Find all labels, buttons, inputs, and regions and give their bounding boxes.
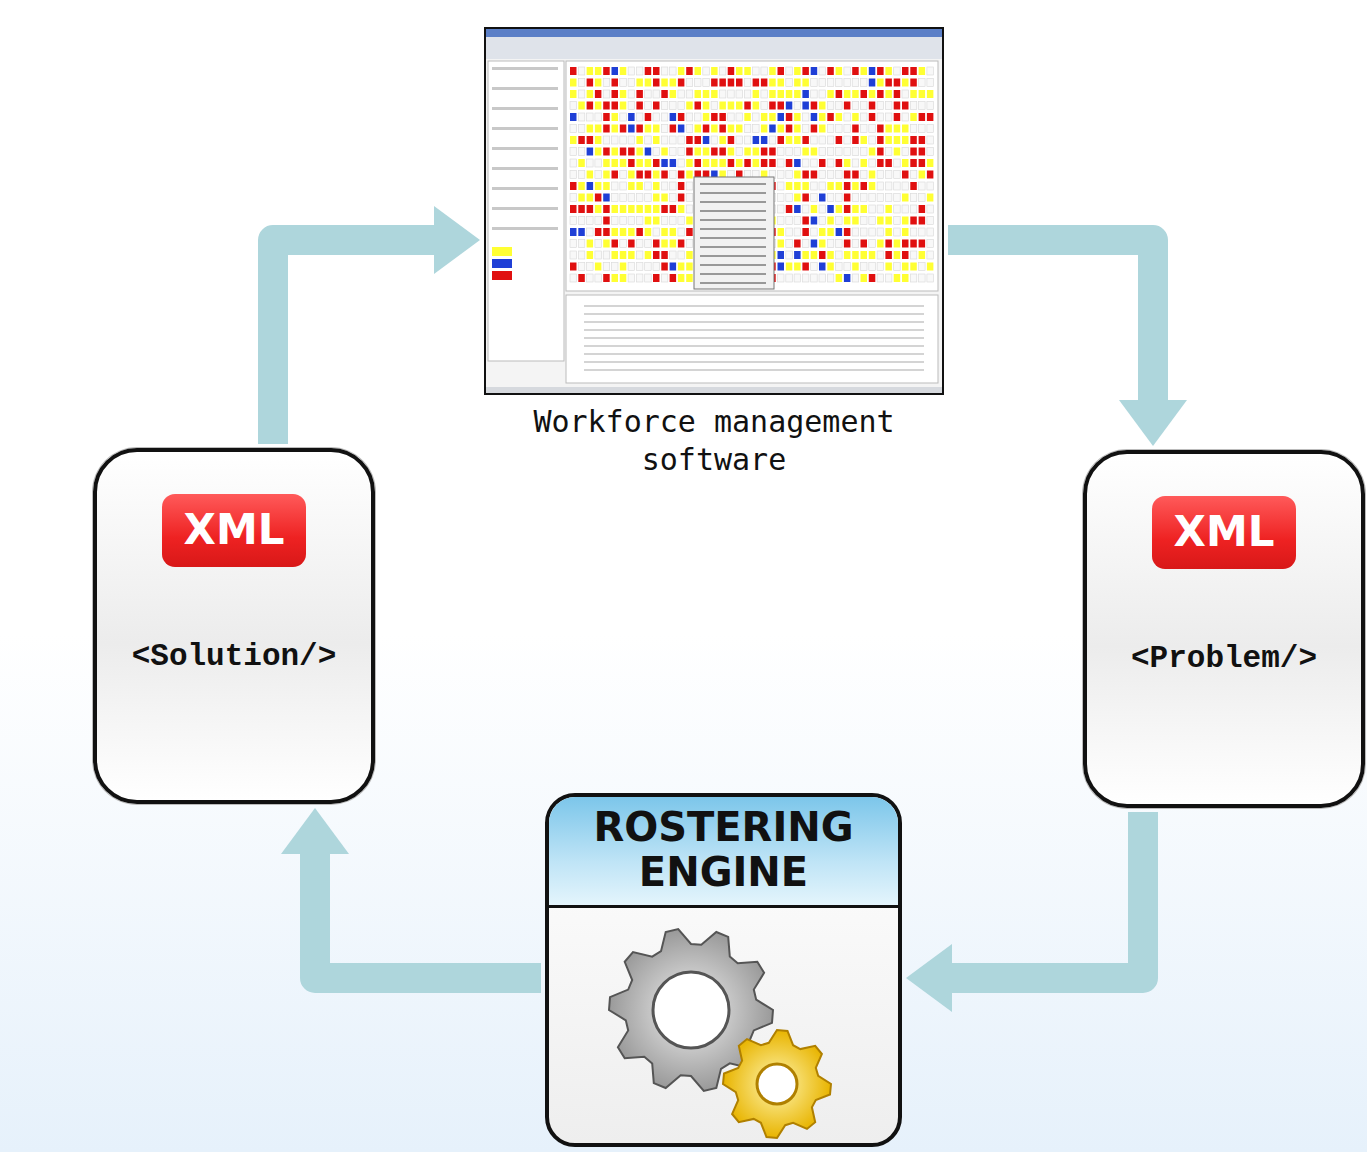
toolbar bbox=[486, 37, 942, 59]
arrow-head bbox=[434, 206, 480, 274]
flow-arrow bbox=[281, 808, 541, 978]
status-bar bbox=[486, 387, 942, 393]
xml-document-box: XML <Problem/> bbox=[1083, 450, 1365, 808]
arrow-shaft bbox=[273, 240, 436, 444]
engine-box: ROSTERING ENGINE bbox=[545, 793, 902, 1147]
format-badge: XML bbox=[1152, 496, 1297, 569]
arrow-shaft bbox=[315, 852, 541, 978]
gear-hole bbox=[757, 1064, 797, 1104]
flow-arrow bbox=[273, 206, 480, 444]
caption: Workforce management software bbox=[484, 403, 944, 478]
arrow-shaft bbox=[948, 240, 1153, 402]
flow-arrow bbox=[948, 240, 1187, 446]
window-frame bbox=[485, 28, 943, 394]
side-panel bbox=[488, 61, 564, 361]
title-bar bbox=[486, 29, 942, 37]
software-screenshot: Workforce management software bbox=[484, 27, 944, 478]
arrow-head bbox=[906, 944, 952, 1012]
detail-panel bbox=[566, 295, 938, 383]
flow-arrow bbox=[906, 812, 1143, 1012]
xml-document-box: XML <Solution/> bbox=[93, 448, 375, 804]
gear-hole bbox=[653, 972, 729, 1048]
yellow-gear bbox=[723, 1030, 831, 1138]
arrow-shaft bbox=[950, 812, 1143, 978]
arrow-head bbox=[281, 808, 349, 854]
gears-icon bbox=[549, 908, 876, 1147]
engine-title: ROSTERING ENGINE bbox=[549, 797, 898, 908]
shift-cells bbox=[492, 67, 933, 371]
screenshot-illustration bbox=[484, 27, 944, 395]
xml-tag: <Problem/> bbox=[1087, 641, 1361, 676]
xml-tag: <Solution/> bbox=[97, 639, 371, 674]
format-badge: XML bbox=[162, 494, 307, 567]
arrow-head bbox=[1119, 400, 1187, 446]
roster-grid bbox=[566, 61, 938, 291]
